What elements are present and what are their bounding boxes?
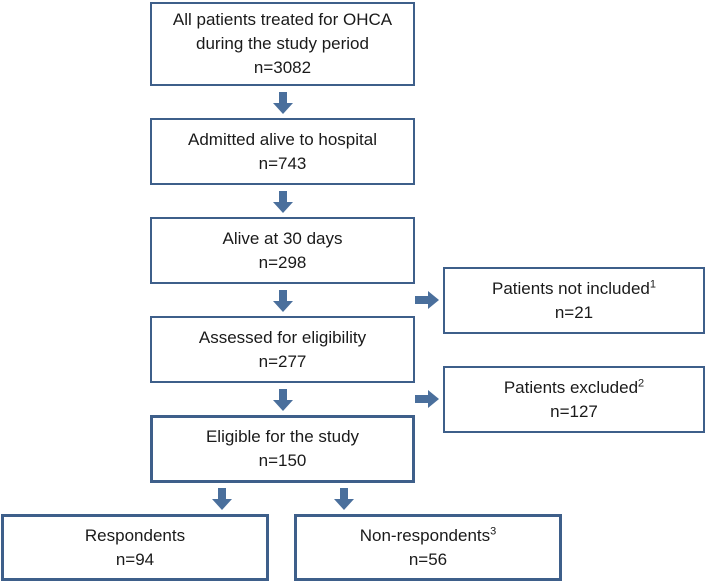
box-eligible-line1: Eligible for the study — [205, 427, 360, 446]
arrow-right-icon — [415, 291, 439, 309]
box-assessed: Assessed for eligibility n=277 — [150, 316, 415, 383]
box-admitted-line1: Admitted alive to hospital — [188, 129, 377, 149]
box-not-included-line1: Patients not included1 — [492, 277, 656, 301]
box-respondents-count: n=94 — [115, 549, 155, 569]
arrow-down-icon — [212, 488, 232, 510]
box-not-included-count: n=21 — [554, 302, 594, 322]
box-alive-30-days: Alive at 30 days n=298 — [150, 217, 415, 284]
box-all-patients: All patients treated for OHCA during the… — [150, 2, 415, 86]
box-alive-30-days-line1: Alive at 30 days — [222, 228, 343, 248]
box-assessed-count: n=277 — [258, 351, 307, 371]
box-non-respondents: Non-respondents3 n=56 — [294, 514, 562, 581]
box-eligible-count: n=150 — [258, 451, 307, 470]
box-eligible: Eligible for the study n=150 — [150, 415, 415, 483]
box-assessed-line1: Assessed for eligibility — [198, 327, 367, 347]
arrow-down-icon — [273, 389, 293, 411]
box-admitted: Admitted alive to hospital n=743 — [150, 118, 415, 185]
arrow-down-icon — [334, 488, 354, 510]
box-respondents: Respondents n=94 — [1, 514, 269, 581]
box-non-respondents-count: n=56 — [408, 549, 448, 569]
box-excluded-label: Patients excluded — [503, 377, 639, 397]
box-all-patients-count: n=3082 — [253, 58, 312, 77]
box-admitted-count: n=743 — [258, 153, 307, 173]
footnote-marker-3: 3 — [490, 524, 497, 537]
box-alive-30-days-count: n=298 — [258, 252, 307, 272]
box-excluded-count: n=127 — [550, 401, 598, 421]
box-excluded: Patients excluded2 n=127 — [443, 366, 705, 433]
box-respondents-line1: Respondents — [84, 525, 186, 545]
box-all-patients-line2: during the study period — [196, 34, 369, 53]
arrow-down-icon — [273, 191, 293, 213]
box-not-included: Patients not included1 n=21 — [443, 267, 705, 334]
arrow-down-icon — [273, 92, 293, 114]
footnote-marker-1: 1 — [649, 277, 656, 290]
box-non-respondents-line1: Non-respondents3 — [360, 524, 497, 548]
arrow-right-icon — [415, 390, 439, 408]
footnote-marker-2: 2 — [638, 376, 645, 389]
box-excluded-line1: Patients excluded2 — [504, 376, 644, 400]
box-all-patients-line1: All patients treated for OHCA — [172, 10, 393, 29]
box-not-included-label: Patients not included — [492, 278, 650, 298]
box-non-respondents-label: Non-respondents — [359, 525, 491, 545]
arrow-down-icon — [273, 290, 293, 312]
